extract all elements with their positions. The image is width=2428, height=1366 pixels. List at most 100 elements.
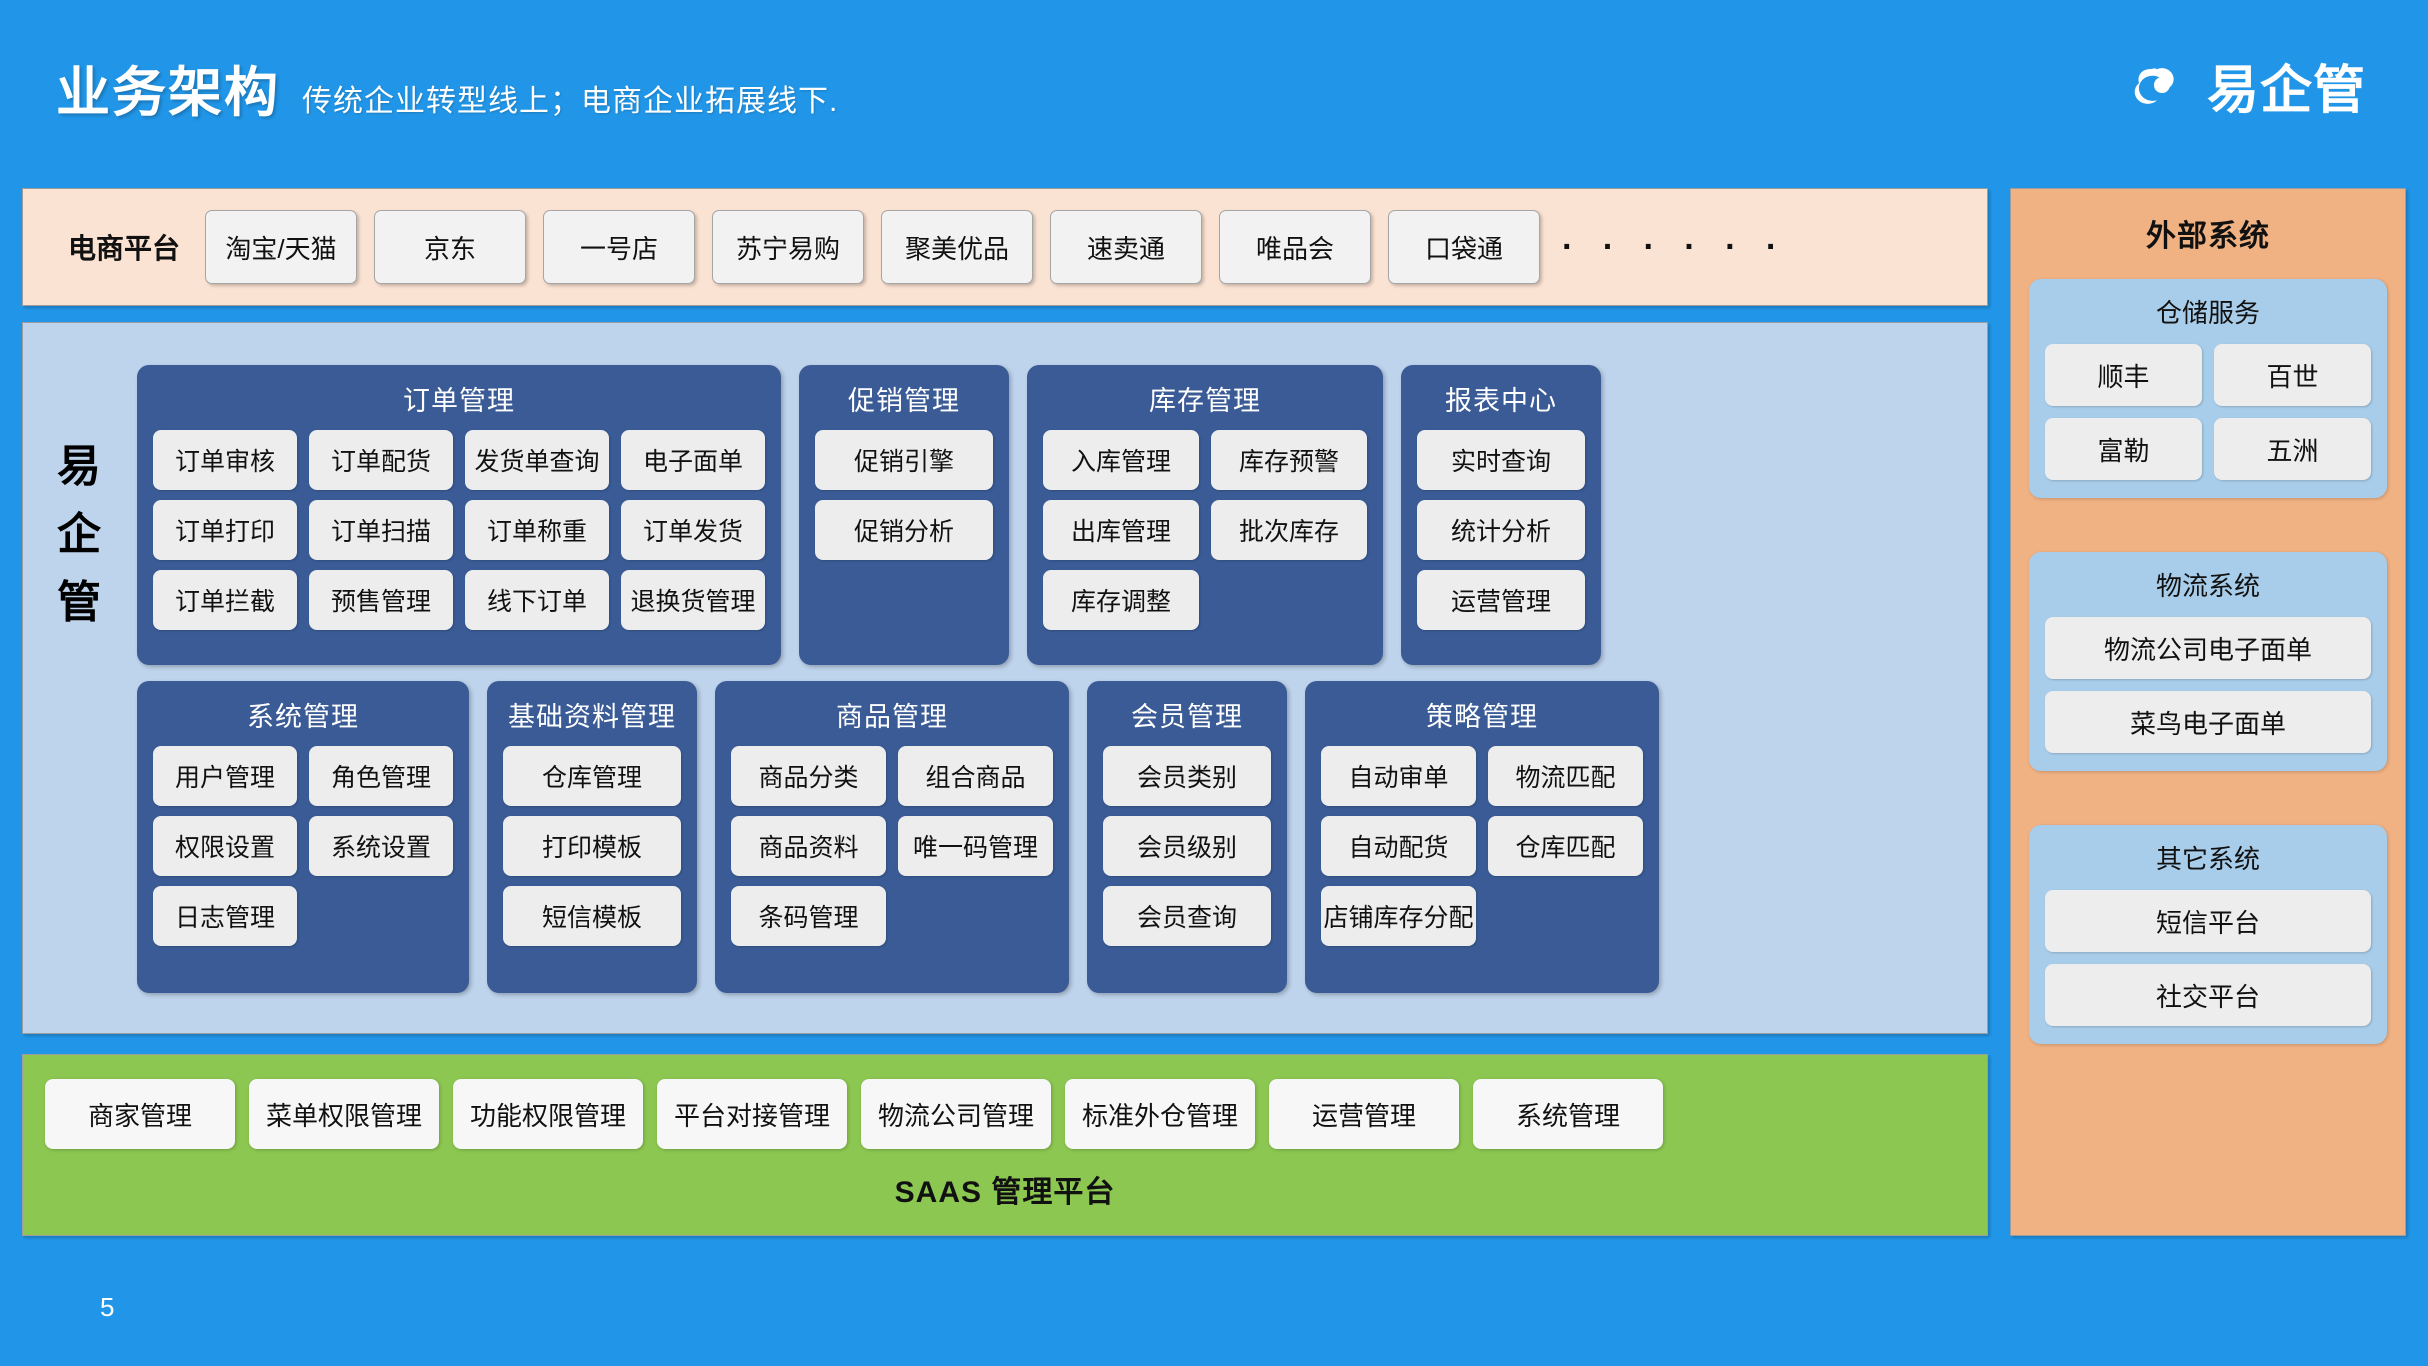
module-tile[interactable]: 商品分类 — [731, 746, 886, 806]
module-tile[interactable]: 会员查询 — [1103, 886, 1271, 946]
saas-module-chip[interactable]: 系统管理 — [1473, 1079, 1663, 1149]
core-vertical-label-char: 企 — [57, 510, 103, 560]
core-vertical-label-char: 管 — [57, 578, 103, 628]
module-tile[interactable]: 批次库存 — [1211, 500, 1367, 560]
external-system-tile[interactable]: 五洲 — [2214, 418, 2371, 480]
saas-module-chip[interactable]: 平台对接管理 — [657, 1079, 847, 1149]
saas-module-chip[interactable]: 菜单权限管理 — [249, 1079, 439, 1149]
module-group-title: 库存管理 — [1149, 386, 1261, 416]
module-tile[interactable]: 预售管理 — [309, 570, 453, 630]
module-tile-grid: 促销引擎促销分析 — [815, 430, 993, 560]
module-tile[interactable]: 促销分析 — [815, 500, 993, 560]
module-tile[interactable]: 发货单查询 — [465, 430, 609, 490]
external-system-tile[interactable]: 顺丰 — [2045, 344, 2202, 406]
module-tile[interactable]: 统计分析 — [1417, 500, 1585, 560]
module-tile[interactable]: 短信模板 — [503, 886, 681, 946]
saas-module-chip[interactable]: 标准外仓管理 — [1065, 1079, 1255, 1149]
cloud-swirl-logo-icon — [2131, 56, 2191, 116]
module-tile-grid: 会员类别会员级别会员查询 — [1103, 746, 1271, 946]
saas-module-chip[interactable]: 商家管理 — [45, 1079, 235, 1149]
main-architecture-column: 电商平台 淘宝/天猫京东一号店苏宁易购聚美优品速卖通唯品会口袋通 · · · ·… — [22, 188, 1988, 1236]
module-tile-grid: 用户管理角色管理权限设置系统设置日志管理 — [153, 746, 453, 946]
module-tile[interactable]: 自动配货 — [1321, 816, 1476, 876]
module-tile[interactable]: 订单扫描 — [309, 500, 453, 560]
module-tile[interactable]: 商品资料 — [731, 816, 886, 876]
core-vertical-label-char: 易 — [57, 442, 103, 491]
ecommerce-platform-chip[interactable]: 速卖通 — [1050, 210, 1202, 284]
brand-logo: 易企管 — [2131, 48, 2366, 123]
ecommerce-platform-chip[interactable]: 聚美优品 — [881, 210, 1033, 284]
module-tile[interactable]: 用户管理 — [153, 746, 297, 806]
module-tile[interactable]: 自动审单 — [1321, 746, 1476, 806]
module-tile[interactable]: 角色管理 — [309, 746, 453, 806]
module-tile[interactable]: 仓库匹配 — [1488, 816, 1643, 876]
module-tile[interactable]: 权限设置 — [153, 816, 297, 876]
module-tile[interactable]: 打印模板 — [503, 816, 681, 876]
module-tile[interactable]: 出库管理 — [1043, 500, 1199, 560]
external-system-tile[interactable]: 菜鸟电子面单 — [2045, 691, 2371, 753]
module-tile[interactable]: 日志管理 — [153, 886, 297, 946]
module-tile[interactable]: 库存调整 — [1043, 570, 1199, 630]
module-tile[interactable]: 条码管理 — [731, 886, 886, 946]
module-tile[interactable]: 唯一码管理 — [898, 816, 1053, 876]
external-system-group-title: 仓储服务 — [2155, 298, 2260, 328]
module-group: 商品管理商品分类组合商品商品资料唯一码管理条码管理 — [715, 681, 1069, 993]
module-tile[interactable]: 仓库管理 — [503, 746, 681, 806]
module-tile[interactable]: 电子面单 — [621, 430, 765, 490]
ecommerce-platform-chip[interactable]: 苏宁易购 — [712, 210, 864, 284]
saas-module-chip[interactable]: 物流公司管理 — [861, 1079, 1051, 1149]
module-tile[interactable]: 订单称重 — [465, 500, 609, 560]
module-tile[interactable]: 会员类别 — [1103, 746, 1271, 806]
module-tile[interactable]: 组合商品 — [898, 746, 1053, 806]
module-group-title: 商品管理 — [836, 702, 948, 732]
module-tile[interactable]: 入库管理 — [1043, 430, 1199, 490]
external-system-tile[interactable]: 社交平台 — [2045, 964, 2371, 1026]
ecommerce-platform-chip[interactable]: 口袋通 — [1388, 210, 1540, 284]
saas-platform-title: SAAS 管理平台 — [894, 1176, 1116, 1209]
module-tile[interactable]: 运营管理 — [1417, 570, 1585, 630]
module-tile[interactable]: 店铺库存分配 — [1321, 886, 1476, 946]
module-group: 会员管理会员类别会员级别会员查询 — [1087, 681, 1287, 993]
saas-module-chip[interactable]: 运营管理 — [1269, 1079, 1459, 1149]
module-tile[interactable]: 订单配货 — [309, 430, 453, 490]
module-tile[interactable]: 订单拦截 — [153, 570, 297, 630]
module-group: 库存管理入库管理库存预警出库管理批次库存库存调整 — [1027, 365, 1383, 665]
external-system-tile[interactable]: 百世 — [2214, 344, 2371, 406]
module-group-title: 策略管理 — [1426, 702, 1538, 732]
module-group: 系统管理用户管理角色管理权限设置系统设置日志管理 — [137, 681, 469, 993]
ecommerce-chip-list: 淘宝/天猫京东一号店苏宁易购聚美优品速卖通唯品会口袋通 — [205, 210, 1540, 284]
page-title: 业务架构 — [56, 63, 280, 123]
module-tile-grid: 仓库管理打印模板短信模板 — [503, 746, 681, 946]
external-system-tile[interactable]: 富勒 — [2045, 418, 2202, 480]
module-tile[interactable]: 订单打印 — [153, 500, 297, 560]
module-tile[interactable]: 订单发货 — [621, 500, 765, 560]
module-group-title: 系统管理 — [247, 702, 359, 732]
module-tile[interactable]: 订单审核 — [153, 430, 297, 490]
saas-module-chip[interactable]: 功能权限管理 — [453, 1079, 643, 1149]
module-tile[interactable]: 物流匹配 — [1488, 746, 1643, 806]
ecommerce-platform-chip[interactable]: 唯品会 — [1219, 210, 1371, 284]
module-group-title: 促销管理 — [848, 386, 960, 416]
module-tile[interactable]: 线下订单 — [465, 570, 609, 630]
module-group: 报表中心实时查询统计分析运营管理 — [1401, 365, 1601, 665]
module-group: 策略管理自动审单物流匹配自动配货仓库匹配店铺库存分配 — [1305, 681, 1659, 993]
external-system-group: 其它系统短信平台社交平台 — [2029, 825, 2387, 1044]
module-tile[interactable]: 促销引擎 — [815, 430, 993, 490]
ecommerce-label: 电商平台 — [67, 233, 180, 264]
core-row-bottom: 系统管理用户管理角色管理权限设置系统设置日志管理基础资料管理仓库管理打印模板短信… — [137, 681, 1659, 993]
ecommerce-platform-chip[interactable]: 淘宝/天猫 — [205, 210, 357, 284]
external-system-tile[interactable]: 短信平台 — [2045, 890, 2371, 952]
core-row-top: 订单管理订单审核订单配货发货单查询电子面单订单打印订单扫描订单称重订单发货订单拦… — [137, 365, 1601, 665]
module-tile[interactable]: 退换货管理 — [621, 570, 765, 630]
module-group: 促销管理促销引擎促销分析 — [799, 365, 1009, 665]
ecommerce-platform-chip[interactable]: 一号店 — [543, 210, 695, 284]
module-tile[interactable]: 会员级别 — [1103, 816, 1271, 876]
module-tile[interactable]: 系统设置 — [309, 816, 453, 876]
ecommerce-platform-chip[interactable]: 京东 — [374, 210, 526, 284]
external-system-tile[interactable]: 物流公司电子面单 — [2045, 617, 2371, 679]
external-system-group: 物流系统物流公司电子面单菜鸟电子面单 — [2029, 552, 2387, 771]
module-tile[interactable]: 实时查询 — [1417, 430, 1585, 490]
module-tile[interactable]: 库存预警 — [1211, 430, 1367, 490]
ecommerce-more-dots: · · · · · · — [1562, 227, 1788, 266]
